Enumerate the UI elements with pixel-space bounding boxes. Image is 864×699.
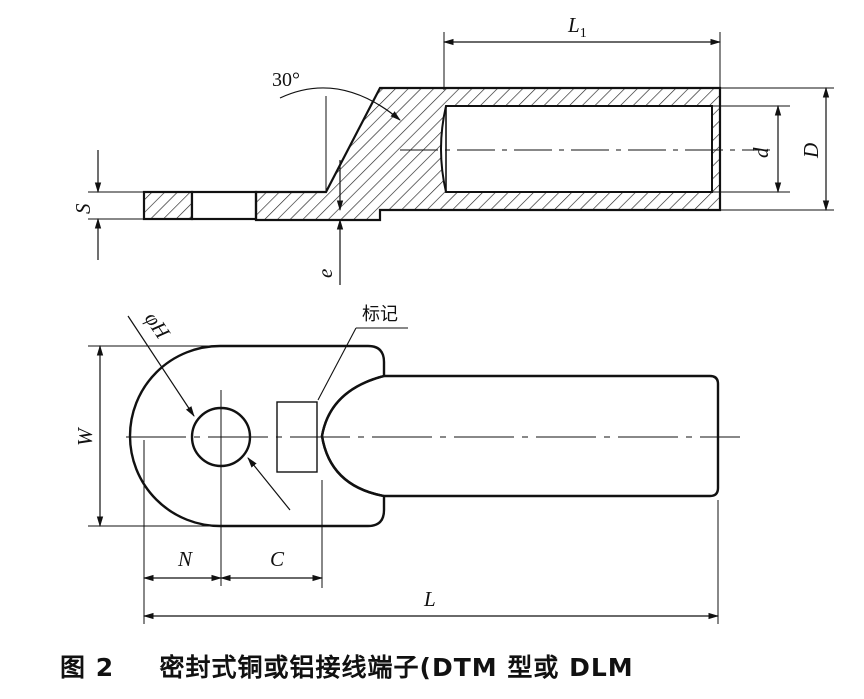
label-e: e [313,269,337,278]
label-d: d [749,147,773,158]
palm-hole-gap [190,190,258,221]
label-L: L [423,587,436,611]
palm-outline [128,344,386,528]
label-N: N [177,547,193,571]
palm-section-left [142,190,194,221]
label-W: W [73,426,97,446]
figure-caption: 图 2 密封式铜或铝接线端子(DTM 型或 DLM [60,648,860,688]
figure-title: 密封式铜或铝接线端子(DTM 型或 DLM [159,653,634,682]
label-phiH: φH [140,307,176,344]
barrel-bore [440,105,713,193]
plan-view [88,315,740,624]
label-D: D [799,143,823,159]
marking-leader [317,327,357,401]
angle-arc [279,87,401,121]
label-C: C [270,547,285,571]
dim-phiH [127,315,195,417]
figure-number: 图 2 [60,653,115,682]
label-S: S [71,203,95,214]
angle-label: 30° [272,69,300,91]
section-view [88,32,834,285]
label-marking: 标记 [362,304,398,325]
barrel-outline [384,374,720,498]
label-L1: L1 [567,13,587,41]
